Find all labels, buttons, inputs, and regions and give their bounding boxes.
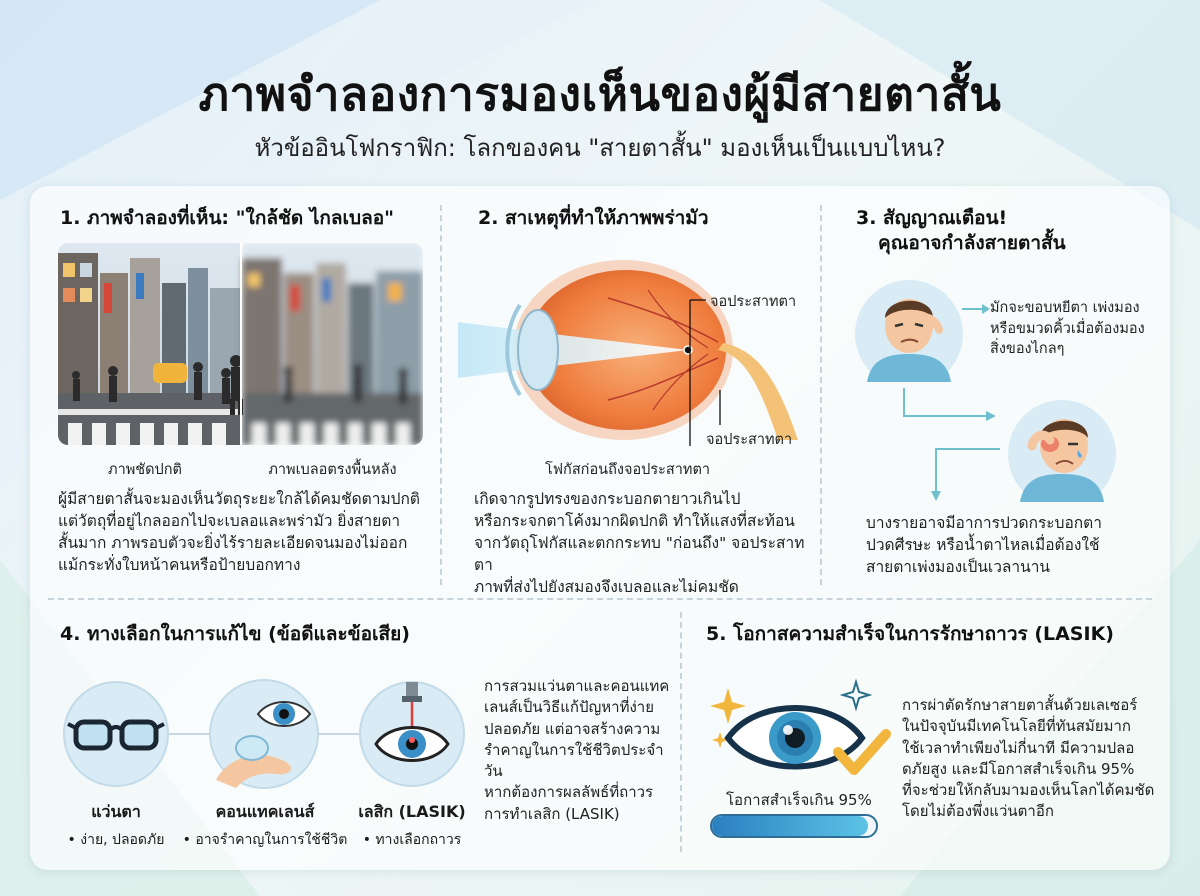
- section1-title: 1. ภาพจำลองที่เห็น: "ใกล้ชัด ไกลเบลอ": [60, 207, 395, 229]
- label-retina-top: จอประสาทตา: [710, 294, 797, 310]
- option-lasik: เลสิก (LASIK) ทางเลือกถาวร: [350, 800, 474, 851]
- sign2-line: สายตาเพ่งมองเป็นเวลานาน: [866, 558, 1051, 576]
- section2-body: เกิดจากรูปทรงของกระบอกตายาวเกินไป หรือกร…: [474, 488, 819, 598]
- sign2-line: บางรายอาจมีอาการปวดกระบอกตา: [866, 514, 1102, 532]
- divider-vertical-3: [680, 612, 682, 852]
- section1-body-line: ผู้มีสายตาสั้นจะมองเห็นวัตถุระยะใกล้ได้ค…: [58, 490, 420, 508]
- section5-body-line: ที่จะช่วยให้กลับมามองเห็นโลกได้คมชัด: [902, 781, 1155, 800]
- cornea: [505, 303, 522, 397]
- section4-body-line: ปลอดภัย แต่อาจสร้างความ: [484, 719, 661, 738]
- section5-body-line: โดยไม่ต้องพึ่งแว่นตาอีก: [902, 802, 1054, 821]
- glasses-icon: [63, 681, 169, 787]
- section2-body-line: จากวัตถุโฟกัสและตกกระทบ "ก่อนถึง" จอประส…: [474, 534, 805, 574]
- success-rate-bar-fill: [712, 816, 868, 836]
- person-squinting-illustration: [855, 280, 963, 382]
- section4-body-line: เลนส์เป็นวิธีแก้ปัญหาที่ง่าย: [484, 698, 654, 717]
- option-contact-lens-note: อาจรำคาญในการใช้ชีวิต: [180, 829, 350, 851]
- section5-body: การผ่าตัดรักษาสายตาสั้นด้วยเลเซอร์ ในปัจ…: [902, 695, 1162, 823]
- section3-title-line2: คุณอาจกำลังสายตาสั้น: [878, 232, 1066, 255]
- sign1-line: สิ่งของไกลๆ: [990, 341, 1065, 358]
- success-rate-bar: [710, 814, 878, 838]
- page-title: ภาพจำลองการมองเห็นของผู้มีสายตาสั้น: [198, 67, 1002, 121]
- option-glasses-name: แว่นตา: [91, 802, 141, 821]
- section4-body-line: รำคาญในการใช้ชีวิตประจำวัน: [484, 740, 664, 781]
- caption-normal: ภาพชัดปกติ: [108, 462, 182, 478]
- option-lasik-note: ทางเลือกถาวร: [350, 829, 474, 851]
- page-subtitle: หัวข้ออินโฟกราฟิก: โลกของคน "สายตาสั้น" …: [254, 134, 946, 162]
- section5-body-line: การผ่าตัดรักษาสายตาสั้นด้วยเลเซอร์: [902, 696, 1138, 714]
- divider-horizontal: [48, 598, 1152, 600]
- contact-lens-icon: [209, 679, 319, 789]
- success-rate-label: โอกาสสำเร็จเกิน 95%: [726, 791, 872, 809]
- section5-body-line: ในปัจจุบันมีเทคโนโลยีที่ทันสมัยมาก: [902, 717, 1131, 736]
- success-eye-illustration: [710, 678, 891, 775]
- lasik-eye-icon: [359, 681, 465, 787]
- person-headache-illustration: [1008, 400, 1116, 502]
- label-retina-bottom: จอประสาทตา: [706, 432, 793, 448]
- light-beam: [458, 322, 688, 378]
- sparkle-icon: [710, 688, 746, 724]
- arrow-to-sign1-icon: [962, 304, 990, 314]
- section2-body-line: หรือกระจกตาโค้งมากผิดปกติ ทำให้แสงที่สะท…: [474, 512, 795, 530]
- section2-title: 2. สาเหตุที่ทำให้ภาพพร่ามัว: [478, 207, 709, 229]
- section2-body-line: เกิดจากรูปทรงของกระบอกตายาวเกินไป: [474, 490, 741, 508]
- connector-arrow-icon: [903, 388, 996, 421]
- eye-anatomy-diagram: [458, 260, 798, 446]
- section1-body-line: สั้นมาก ภาพรอบตัวจะยิ่งไร้รายละเอียดจนมอ…: [58, 534, 408, 552]
- section4-body-line: การทำเลสิก (LASIK): [484, 804, 620, 823]
- section5-title: 5. โอกาสความสำเร็จในการรักษาถาวร (LASIK): [706, 623, 1114, 645]
- connector-arrow-down-icon: [931, 448, 1000, 501]
- street-comparison-image: [58, 243, 423, 445]
- section2-body-line: ภาพที่ส่งไปยังสมองจึงเบลอและไม่คมชัด: [474, 578, 739, 596]
- sign2-line: ปวดศีรษะ หรือน้ำตาไหลเมื่อต้องใช้: [866, 536, 1100, 554]
- optic-nerve: [718, 343, 798, 440]
- sign1-line: มักจะขอบหยีตา เพ่งมอง: [990, 300, 1140, 316]
- section3-title: 3. สัญญาณเตือน! คุณอาจกำลังสายตาสั้น: [856, 206, 1066, 256]
- divider-vertical-1: [440, 205, 442, 585]
- section4-title: 4. ทางเลือกในการแก้ไข (ข้อดีและข้อเสีย): [60, 623, 410, 645]
- caption-blurred: ภาพเบลอตรงพื้นหลัง: [268, 462, 397, 478]
- option-contact-lens: คอนแทคเลนส์ อาจรำคาญในการใช้ชีวิต: [180, 800, 350, 851]
- section4-body: การสวมแว่นตาและคอนแทค เลนส์เป็นวิธีแก้ปั…: [484, 676, 674, 825]
- sign1-text: มักจะขอบหยีตา เพ่งมอง หรือขมวดคิ้วเมื่อต…: [990, 298, 1145, 360]
- section5-body-line: ใช้เวลาทำเพียงไม่กี่นาที มีความปลอ: [902, 738, 1135, 757]
- sparkle-icon: [839, 678, 873, 712]
- section4-body-line: หากต้องการผลลัพธ์ที่ถาวร: [484, 783, 654, 802]
- section1-body: ผู้มีสายตาสั้นจะมองเห็นวัตถุระยะใกล้ได้ค…: [58, 488, 438, 576]
- divider-vertical-2: [820, 205, 822, 585]
- option-lasik-name: เลสิก (LASIK): [358, 802, 466, 821]
- section4-body-line: การสวมแว่นตาและคอนแทค: [484, 677, 670, 695]
- option-glasses-note: ง่าย, ปลอดภัย: [46, 829, 186, 851]
- section5-body-line: ดภัยสูง และมีโอกาสสำเร็จเกิน 95%: [902, 759, 1135, 778]
- section1-body-line: แต่วัตถุที่อยู่ไกลออกไปจะเบลอและพร่ามัว …: [58, 512, 401, 530]
- section3-title-line1: 3. สัญญาณเตือน!: [856, 207, 1008, 229]
- label-focus-before-retina: โฟกัสก่อนถึงจอประสาทตา: [545, 462, 711, 478]
- focus-point: [683, 345, 693, 355]
- sign2-text: บางรายอาจมีอาการปวดกระบอกตา ปวดศีรษะ หรื…: [866, 512, 1156, 578]
- sign1-line: หรือขมวดคิ้วเมื่อต้องมอง: [990, 320, 1145, 337]
- option-contact-lens-name: คอนแทคเลนส์: [215, 802, 315, 821]
- section1-body-line: แม้กระทั่งใบหน้าคนหรือป้ายบอกทาง: [58, 556, 301, 574]
- option-glasses: แว่นตา ง่าย, ปลอดภัย: [46, 800, 186, 851]
- sparkle-icon: [712, 732, 728, 748]
- lens: [517, 309, 559, 391]
- checkmark-icon: [833, 729, 891, 775]
